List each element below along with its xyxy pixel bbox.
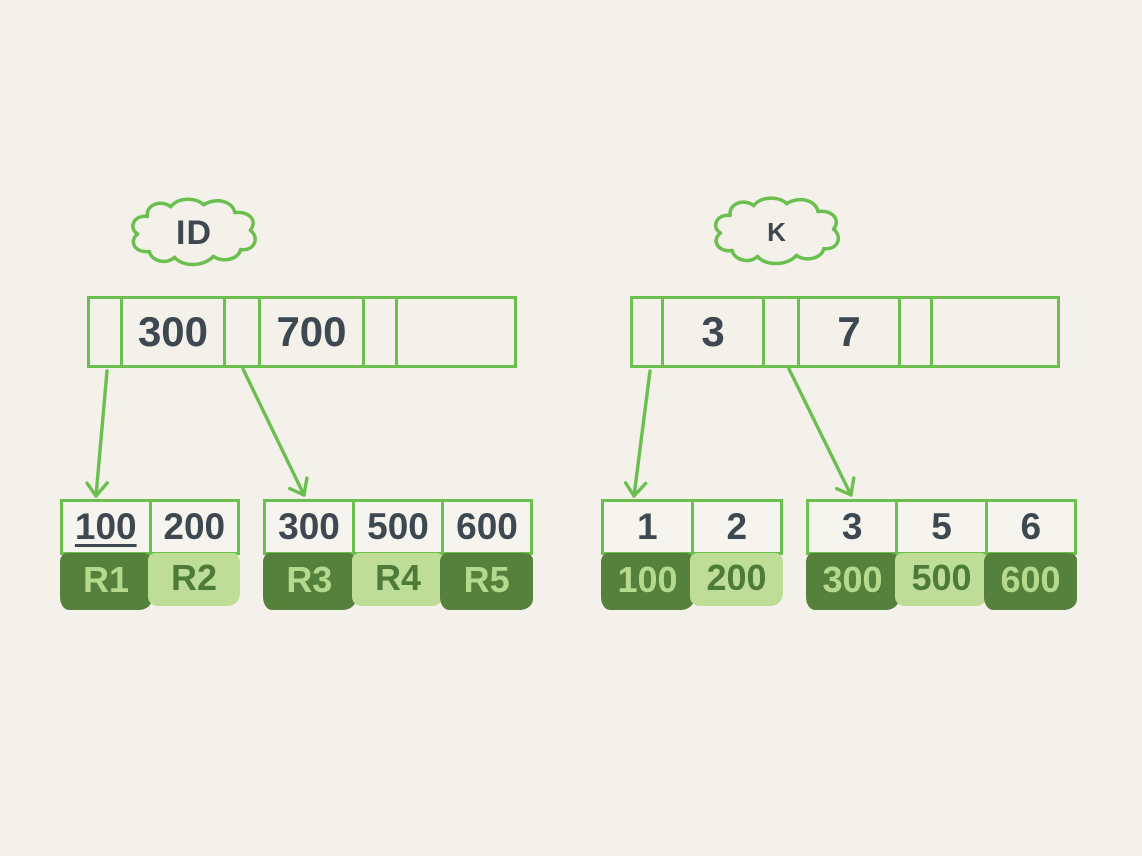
record-cell: 500 [895, 553, 988, 606]
leaf-key-row: 1 2 [601, 499, 783, 555]
root-pointer-cell [901, 299, 933, 365]
root-key-cell: 7 [800, 299, 901, 365]
index-name-label: K [767, 216, 787, 247]
leaf-key-cell: 3 [809, 502, 899, 552]
record-cell: 100 [601, 553, 694, 610]
root-key-cell: 700 [261, 299, 365, 365]
id-root-node: 300 700 [87, 296, 517, 368]
record-cell: 200 [690, 553, 783, 606]
id-root-to-leaf2-arrow [241, 367, 309, 497]
record-cell: R4 [351, 553, 445, 606]
record-cell: 300 [806, 553, 899, 610]
id-root-to-leaf1-arrow [85, 369, 109, 498]
leaf-key-cell: 5 [898, 502, 988, 552]
k-index-cloud: K [706, 194, 848, 270]
k-leaf-node-2: 3 5 6 300 500 600 [806, 499, 1077, 610]
leaf-key-row: 100 200 [60, 499, 240, 555]
leaf-key-cell: 6 [1020, 506, 1042, 547]
k-root-to-leaf2-arrow [787, 367, 856, 497]
root-pointer-cell [365, 299, 398, 365]
leaf-key-cell: 500 [355, 502, 444, 552]
root-pointer-cell [226, 299, 261, 365]
leaf-key-row: 3 5 6 [806, 499, 1077, 555]
id-index-cloud: ID [126, 194, 262, 272]
id-leaf-node-1: 100 200 R1 R2 [60, 499, 240, 610]
root-key-cell: 300 [123, 299, 226, 365]
root-pointer-cell [765, 299, 800, 365]
root-pointer-cell [633, 299, 664, 365]
leaf-key-cell: 2 [726, 506, 748, 547]
leaf-key-cell: 1 [604, 502, 694, 552]
leaf-key-cell: 200 [163, 506, 226, 547]
leaf-key-cell: 100 [63, 502, 152, 552]
root-empty-cell [398, 299, 514, 365]
leaf-record-row: 300 500 600 [806, 553, 1077, 610]
k-root-to-leaf1-arrow [623, 369, 652, 498]
root-key-cell: 3 [664, 299, 765, 365]
leaf-key-cell: 600 [456, 506, 518, 547]
record-cell: R5 [440, 553, 534, 610]
record-cell: R2 [148, 553, 240, 606]
record-cell: R1 [60, 553, 152, 610]
leaf-record-row: 100 200 [601, 553, 783, 610]
leaf-key-row: 300 500 600 [263, 499, 533, 555]
leaf-record-row: R1 R2 [60, 553, 240, 610]
leaf-record-row: R3 R4 R5 [263, 553, 534, 610]
k-leaf-node-1: 1 2 100 200 [601, 499, 783, 610]
root-pointer-cell [90, 299, 123, 365]
k-root-node: 3 7 [630, 296, 1060, 368]
cloud-outline-icon [713, 196, 841, 266]
cloud-outline-icon [131, 197, 257, 267]
record-cell: R3 [263, 553, 356, 610]
index-name-label: ID [176, 213, 212, 252]
leaf-key-cell: 300 [266, 502, 355, 552]
root-empty-cell [933, 299, 1057, 365]
id-leaf-node-2: 300 500 600 R3 R4 R5 [263, 499, 534, 610]
record-cell: 600 [984, 553, 1077, 610]
